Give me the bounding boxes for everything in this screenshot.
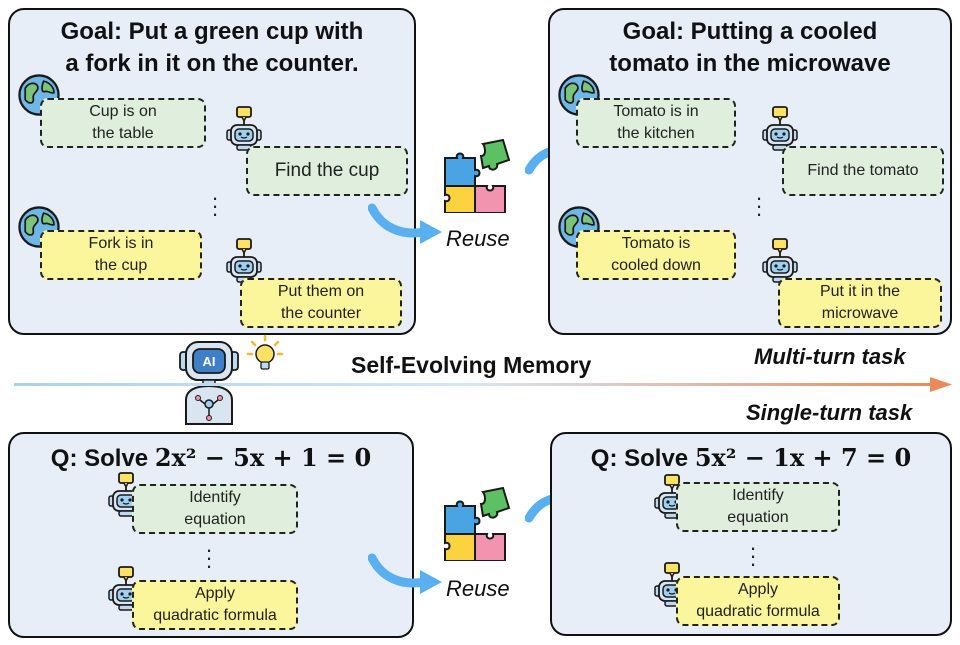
action-box: Find the cup [246, 146, 408, 196]
step-box: Identify equation [132, 484, 298, 534]
action-box: Find the tomato [782, 146, 944, 196]
observation-box: Cup is on the table [40, 98, 206, 148]
multi-turn-left-panel: Goal: Put a green cup with a fork in it … [8, 8, 416, 335]
step-box: Apply quadratic formula [676, 576, 840, 626]
single-turn-task-label: Single-turn task [746, 400, 913, 425]
reuse-label: Reuse [446, 226, 510, 251]
ai-badge: AI [203, 354, 216, 369]
equation: 2x² − 5x + 1 = 0 [154, 443, 372, 472]
reuse-label: Reuse [446, 576, 510, 601]
goal-title: Goal: Put a green cup with a fork in it … [60, 18, 364, 77]
puzzle-icon [443, 486, 513, 561]
question-title: Q: Solve 5x² − 1x + 7 = 0 [590, 443, 912, 472]
multi-turn-task-label: Multi-turn task [754, 344, 906, 369]
action-box: Put them on the counter [240, 278, 402, 328]
observation-box: Tomato is cooled down [576, 230, 736, 280]
single-turn-left-panel: Q: Solve 2x² − 5x + 1 = 0 Identify equat… [8, 432, 414, 638]
goal-title: Goal: Putting a cooled tomato in the mic… [609, 18, 891, 77]
reuse-arrow-in [368, 548, 448, 598]
multi-turn-right-panel: Goal: Putting a cooled tomato in the mic… [548, 8, 952, 335]
puzzle-icon [443, 138, 513, 213]
reuse-arrow-in [368, 198, 448, 248]
memory-label: Self-Evolving Memory [351, 352, 592, 378]
observation-box: Tomato is in the kitchen [576, 98, 736, 148]
ellipsis: ··· [211, 185, 219, 226]
action-box: Put it in the microwave [778, 278, 942, 328]
ellipsis: ··· [749, 535, 757, 576]
ellipsis: ··· [755, 185, 763, 226]
ellipsis: ··· [205, 537, 213, 578]
single-turn-right-panel: Q: Solve 5x² − 1x + 7 = 0 Identify equat… [550, 432, 952, 636]
step-box: Identify equation [676, 482, 840, 532]
memory-timeline-arrow [14, 377, 952, 392]
equation: 5x² − 1x + 7 = 0 [694, 443, 912, 472]
lightbulb-icon [246, 334, 284, 370]
question-title: Q: Solve 2x² − 5x + 1 = 0 [50, 443, 372, 472]
step-box: Apply quadratic formula [132, 580, 298, 630]
observation-box: Fork is in the cup [40, 230, 202, 280]
